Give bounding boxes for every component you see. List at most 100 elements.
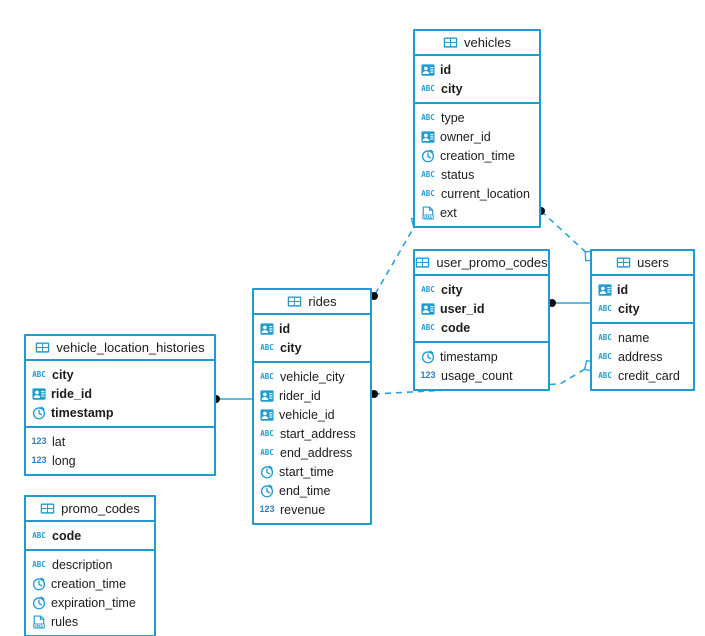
table-header-rides[interactable]: rides	[254, 290, 370, 315]
table-icon	[40, 501, 55, 516]
abc-string-icon: ABC	[260, 447, 274, 457]
column-name: owner_id	[440, 129, 491, 144]
table-header-vehicles[interactable]: vehicles	[415, 31, 539, 56]
primary-key-row-timestamp[interactable]: timestamp	[26, 403, 214, 422]
primary-key-row-city[interactable]: ABC city	[592, 299, 693, 318]
column-name: id	[440, 62, 452, 77]
column-name: city	[441, 282, 463, 297]
column-name: rider_id	[279, 388, 321, 403]
table-icon	[35, 340, 50, 355]
column-name: vehicle_city	[280, 369, 345, 384]
uuid-key-icon	[31, 386, 46, 401]
column-name: lat	[52, 434, 66, 449]
123-number-icon: 123	[259, 504, 275, 514]
abc-string-icon: ABC	[421, 322, 435, 332]
uuid-key-icon	[259, 407, 274, 422]
column-row-expiration_time[interactable]: expiration_time	[26, 593, 154, 612]
abc-string-icon: ABC	[598, 351, 612, 361]
table-title: users	[637, 255, 669, 270]
column-name: city	[618, 301, 640, 316]
abc-string-icon: ABC	[598, 370, 612, 380]
table-header-vehicle_location_histories[interactable]: vehicle_location_histories	[26, 336, 214, 361]
column-row-end_time[interactable]: end_time	[254, 481, 370, 500]
abc-string-icon: ABC	[260, 371, 274, 381]
uuid-key-icon	[259, 388, 274, 403]
column-row-vehicle_city[interactable]: ABC vehicle_city	[254, 367, 370, 386]
abc-string-icon: ABC	[598, 303, 612, 313]
abc-string-icon: ABC	[32, 530, 46, 540]
json-file-icon: JSON	[31, 614, 46, 629]
uuid-key-icon	[420, 62, 435, 77]
relationship-user_promo_codes-users[interactable]	[548, 299, 590, 307]
column-row-creation_time[interactable]: creation_time	[415, 146, 539, 165]
table-icon	[616, 255, 631, 270]
column-row-owner_id[interactable]: owner_id	[415, 127, 539, 146]
primary-key-row-code[interactable]: ABC code	[26, 526, 154, 545]
column-name: vehicle_id	[279, 407, 335, 422]
primary-key-row-ride_id[interactable]: ride_id	[26, 384, 214, 403]
table-header-promo_codes[interactable]: promo_codes	[26, 497, 154, 522]
primary-key-row-id[interactable]: id	[592, 280, 693, 299]
relationship-line[interactable]	[373, 221, 418, 297]
abc-string-icon: ABC	[598, 332, 612, 342]
column-name: timestamp	[440, 349, 498, 364]
table-icon	[443, 35, 458, 50]
column-name: credit_card	[618, 368, 680, 383]
column-row-vehicle_id[interactable]: vehicle_id	[254, 405, 370, 424]
column-row-credit_card[interactable]: ABC credit_card	[592, 366, 693, 385]
uuid-key-icon	[420, 129, 435, 144]
column-row-revenue[interactable]: 123 revenue	[254, 500, 370, 519]
column-row-creation_time[interactable]: creation_time	[26, 574, 154, 593]
table-header-user_promo_codes[interactable]: user_promo_codes	[415, 251, 548, 276]
primary-key-row-user_id[interactable]: user_id	[415, 299, 548, 318]
column-name: code	[52, 528, 82, 543]
clock-icon	[259, 464, 274, 479]
table-title: rides	[308, 294, 337, 309]
column-row-timestamp[interactable]: timestamp	[415, 347, 548, 366]
primary-key-row-id[interactable]: id	[254, 319, 370, 338]
123-number-icon: 123	[31, 455, 47, 465]
column-name: expiration_time	[51, 595, 136, 610]
table-header-users[interactable]: users	[592, 251, 693, 276]
column-name: city	[52, 367, 74, 382]
column-row-rider_id[interactable]: rider_id	[254, 386, 370, 405]
relationship-vehicle_location_histories-rides[interactable]	[212, 395, 252, 403]
column-row-start_time[interactable]: start_time	[254, 462, 370, 481]
column-name: revenue	[280, 502, 326, 517]
column-name: id	[617, 282, 629, 297]
column-name: creation_time	[51, 576, 127, 591]
primary-key-row-id[interactable]: id	[415, 60, 539, 79]
column-name: status	[441, 167, 475, 182]
